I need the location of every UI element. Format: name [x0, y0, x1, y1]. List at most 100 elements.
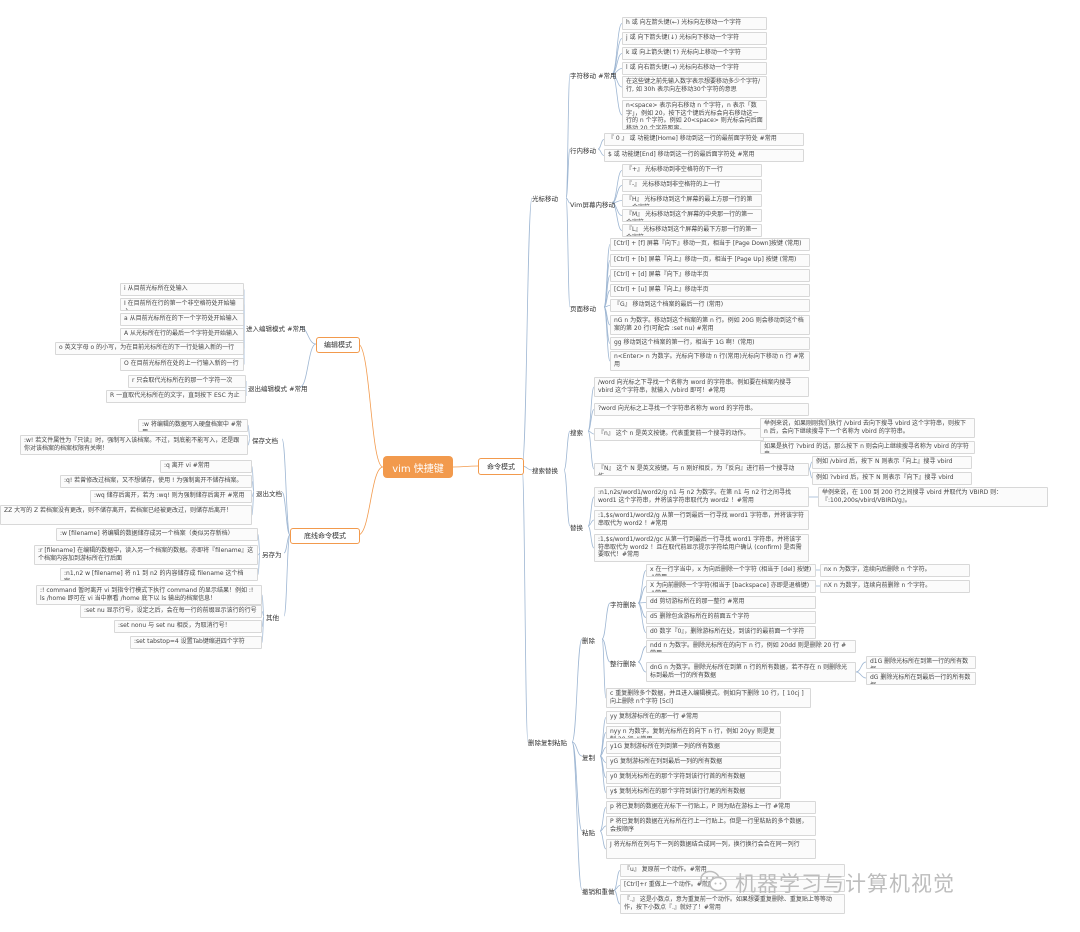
list-item[interactable]: [Ctrl] + [u] 屏幕『向上』移动半页 — [610, 284, 810, 297]
save-item[interactable]: :w! 若文件属性为『只读』时，强制写入该档案。不过，到底能不能写入，还是跟你对… — [20, 435, 248, 455]
node-copy[interactable]: 复制 — [582, 754, 595, 762]
list-item[interactable]: X 为向前删除一个字符(相当于 [backspace] 亦即是退格键) #常用 — [646, 580, 816, 593]
list-item[interactable]: h 或 向左箭头键(←) 光标向左移动一个字符 — [622, 17, 767, 30]
quit-item[interactable]: :q! 若曾修改过档案，又不想储存，使用 ! 为强制离开不储存档案。 — [60, 475, 252, 488]
list-item[interactable]: nyy n 为数字。复制光标所在的向下 n 行，例如 20yy 则是复制 20 … — [606, 726, 781, 739]
list-item[interactable]: yy 复制游标所在的那一行 #常用 — [606, 711, 781, 724]
list-item[interactable]: d5 删除包含游标所在的前面五个字符 — [646, 611, 816, 624]
node-save-as[interactable]: 另存为 — [262, 551, 282, 559]
node-search[interactable]: 搜索 — [570, 429, 583, 437]
list-item[interactable]: 『+』 光标移动到非空格符的下一行 — [622, 164, 762, 177]
list-item[interactable]: P 将已复制的数据在光标所在行上一行贴上。但是一行里粘贴的多个数据，会按顺序 — [606, 816, 816, 836]
list-item[interactable]: dd 剪切游标所在的那一整行 #常用 — [646, 596, 816, 609]
node-line-move[interactable]: 行内移动 — [570, 147, 596, 155]
list-item[interactable]: [Ctrl] + [b] 屏幕『向上』移动一页，相当于 [Page Up] 按键… — [610, 254, 810, 267]
search-n-node[interactable]: 『n』 这个 n 是英文按键。代表重复前一个搜寻的动作。 — [594, 428, 764, 441]
node-replace[interactable]: 替换 — [570, 524, 583, 532]
others-item[interactable]: :! command 暂时离开 vi 到指令行模式下执行 command 的显示… — [36, 585, 262, 605]
list-item[interactable]: 在这些键之前先输入数字表示想要移动多少个字符/行, 如 30h 表示向左移动30… — [622, 76, 767, 98]
list-item[interactable]: 『-』 光标移动到非空格符的上一行 — [622, 179, 762, 192]
quit-item[interactable]: ZZ 大写的 Z 若档案没有更改，则不储存离开，若档案已经被更改过，则储存后离开… — [0, 505, 252, 525]
quit-item[interactable]: :wq 储存后离开，若为 :wq! 则为强制储存后离开 #常用 — [90, 490, 252, 503]
edit-enter-item[interactable]: A 从光标所在行的最后一个字符处开始输入 — [120, 328, 244, 341]
node-leave-edit[interactable]: 退出编辑模式 #常用 — [248, 385, 308, 393]
node-search-replace[interactable]: 搜索替换 — [532, 467, 558, 475]
others-item[interactable]: :set nu 显示行号，设定之后，会在每一行的前缀显示该行的行号 — [80, 605, 262, 618]
node-delete-copy-paste[interactable]: 删除复制粘贴 — [528, 739, 567, 747]
list-item[interactable]: y1G 复制游标所在列到第一列的所有数据 — [606, 741, 781, 754]
branch-command-mode[interactable]: 命令模式 — [478, 458, 524, 475]
list-item[interactable]: gg 移动到这个档案的第一行，相当于 1G 啊！(常用) — [610, 337, 810, 350]
list-item[interactable]: dnG n 为数字。删除光标所在到第 n 行的所有数据，若不存在 n 则删除光标… — [646, 662, 856, 682]
node-quit-doc[interactable]: 退出文档 — [256, 490, 282, 498]
root-node[interactable]: vim 快捷键 — [383, 456, 453, 478]
node-enter-edit[interactable]: 进入编辑模式 #常用 — [246, 325, 306, 333]
delete-dG-note[interactable]: dG 删除光标所在到最后一行的所有数据 — [866, 672, 976, 685]
node-char-move[interactable]: 字符移动 #常用 — [570, 72, 617, 80]
list-item[interactable]: :1,$s/word1/word2/gc 从第一行到最后一行寻找 word1 字… — [594, 534, 809, 562]
list-item[interactable]: J 将光标所在列与下一列的数据结合成同一列，换行换行会合在同一列行 — [606, 839, 816, 859]
node-delete[interactable]: 删除 — [582, 637, 595, 645]
list-item[interactable]: x 在一行字当中，x 为向后删除一个字符 (相当于 [del] 按键) #常用 — [646, 564, 816, 577]
replace-example-note[interactable]: 举例来说，在 100 到 200 行之间搜寻 vbird 并取代为 VBIRD … — [818, 487, 1048, 507]
list-item[interactable]: [Ctrl] + [d] 屏幕『向下』移动半页 — [610, 269, 810, 282]
list-item[interactable]: 『H』 光标移动到这个屏幕的最上方那一行的第一个字符 — [622, 194, 762, 207]
list-item[interactable]: $ 或 功能键[End] 移动到这一行的最后面字符处 #常用 — [604, 149, 804, 162]
save-as-item[interactable]: :n1,n2 w [filename] 将 n1 到 n2 的内容储存成 fil… — [60, 568, 258, 581]
search-N-node[interactable]: 『N』 这个 N 是英文按键。与 n 刚好相反，为『反向』进行前一个搜寻动作。 — [594, 463, 809, 476]
search-N-note[interactable]: 例如 /vbird 后，按下 N 则表示『向上』搜寻 vbird — [812, 456, 972, 469]
node-others[interactable]: 其他 — [266, 614, 279, 622]
node-page-move[interactable]: 页面移动 — [570, 305, 596, 313]
list-item[interactable]: ndd n 为数字。删除光标所在的向下 n 行，例如 20dd 则是删除 20 … — [646, 640, 856, 653]
edit-enter-item[interactable]: a 从目前光标所在的下一个字符处开始输入 — [120, 313, 244, 326]
quit-item[interactable]: :q 离开 vi #常用 — [160, 460, 252, 473]
save-as-item[interactable]: :r [filename] 在编辑的数据中，读入另一个档案的数据。亦即将『fil… — [34, 545, 258, 565]
list-item[interactable]: d0 数字『0』，删除游标所在处，到该行的最前面一个字符 — [646, 626, 816, 639]
save-item[interactable]: :w 将编辑的数据写入硬盘档案中 #常用 — [138, 419, 248, 432]
list-item[interactable]: j 或 向下箭头键(↓) 光标向下移动一个字符 — [622, 32, 767, 45]
node-save-doc[interactable]: 保存文档 — [252, 437, 278, 445]
edit-enter-item[interactable]: o 英文字母 o 的小写，为在目前光标所在的下一行处输入新的一行 — [55, 342, 244, 355]
edit-leave-item[interactable]: r 只会取代光标所在的那一个字符一次 — [128, 375, 246, 388]
node-cursor-move[interactable]: 光标移动 — [532, 195, 558, 203]
edit-enter-item[interactable]: i 从目前光标所在处输入 — [120, 283, 244, 296]
list-item[interactable]: [Ctrl]+r 重做上一个动作。#常用 — [620, 879, 845, 892]
list-item[interactable]: n<space> 表示向右移动 n 个字符，n 表示「数字」，例如 20，按下这… — [622, 100, 767, 130]
search-n-note[interactable]: 如果是执行 ?vbird 的话，那么按下 n 则会向上继续搜寻名称为 vbird… — [760, 441, 975, 454]
list-item[interactable]: y$ 复制光标所在的那个字符到该行行尾的所有数据 — [606, 786, 781, 799]
branch-edit-mode[interactable]: 编辑模式 — [316, 337, 360, 353]
list-item[interactable]: k 或 向上箭头键(↑) 光标向上移动一个字符 — [622, 47, 767, 60]
delete-c-node[interactable]: c 重复删除多个数据，并且进入编辑模式。例如向下删除 10 行，[ 10cj ]… — [606, 688, 811, 708]
list-item[interactable]: :n1,n2s/word1/word2/g n1 与 n2 为数字。在第 n1 … — [594, 487, 809, 507]
node-line-delete[interactable]: 整行删除 — [610, 660, 636, 668]
list-item[interactable]: 『.』 这是小数点，意为重复前一个动作。如果想要重复删除、重复贴上等等动作，按下… — [620, 894, 845, 914]
search-n-note[interactable]: 举例来说，如果刚刚我们执行 /vbird 去向下搜寻 vbird 这个字符串，则… — [760, 418, 975, 438]
list-item[interactable]: ?word 向光标之上寻找一个字符串名称为 word 的字符串。 — [594, 403, 809, 416]
branch-last-line-mode[interactable]: 底线命令模式 — [290, 528, 360, 544]
list-item[interactable]: p 将已复制的数据在光标下一行贴上，P 则为贴在游标上一行 #常用 — [606, 801, 816, 814]
list-item[interactable]: 『u』 复原前一个动作。#常用 — [620, 864, 845, 877]
list-item[interactable]: :1,$s/word1/word2/g 从第一行到最后一行寻找 word1 字符… — [594, 510, 809, 530]
list-item[interactable]: n<Enter> n 为数字。光标向下移动 n 行(常用)光标向下移动 n 行 … — [610, 351, 810, 371]
others-item[interactable]: :set nonu 与 set nu 相反，为取消行号！ — [114, 620, 262, 633]
edit-enter-item[interactable]: O 在目前光标所在处的上一行输入新的一行 — [120, 358, 244, 371]
node-screen-move[interactable]: Vim屏幕内移动 — [570, 201, 615, 209]
delete-X-note[interactable]: nX n 为数字，连续向前删除 n 个字符。 — [820, 580, 970, 593]
list-item[interactable]: yG 复制游标所在列到最后一列的所有数据 — [606, 756, 781, 769]
others-item[interactable]: :set tabstop=4 设置Tab键缩进四个字符 — [130, 636, 262, 649]
list-item[interactable]: 『M』 光标移动到这个屏幕的中央那一行的第一个字符 — [622, 209, 762, 222]
list-item[interactable]: y0 复制光标所在的那个字符到该行行首的所有数据 — [606, 771, 781, 784]
list-item[interactable]: 『G』 移动到这个档案的最后一行 (常用) — [610, 299, 810, 312]
node-undo-redo[interactable]: 撤销和重做 — [582, 888, 615, 896]
edit-enter-item[interactable]: I 在目前所在行的第一个非空格符处开始输入 — [120, 298, 244, 311]
search-N-note[interactable]: 例如 ?vbird 后，按下 N 则表示『向下』搜寻 vbird — [812, 472, 972, 485]
delete-x-note[interactable]: nx n 为数字，连续向后删除 n 个字符。 — [820, 564, 970, 577]
delete-dG-note[interactable]: d1G 删除光标所在到第一行的所有数据 — [866, 656, 976, 669]
list-item[interactable]: 『 0 』 或 功能键[Home] 移动到这一行的最前面字符处 #常用 — [604, 133, 804, 146]
list-item[interactable]: [Ctrl] + [f] 屏幕『向下』移动一页，相当于 [Page Down]按… — [610, 238, 810, 251]
node-char-delete[interactable]: 字符删除 — [610, 601, 636, 609]
list-item[interactable]: nG n 为数字。移动到这个档案的第 n 行。例如 20G 则会移动到这个档案的… — [610, 315, 810, 335]
save-as-item[interactable]: :w [filename] 将编辑的数据储存成另一个档案（类似另存新档） — [56, 528, 258, 541]
edit-leave-item[interactable]: R 一直取代光标所在的文字，直到按下 ESC 为止 — [106, 390, 246, 403]
list-item[interactable]: 『L』 光标移动到这个屏幕的最下方那一行的第一个字符 — [622, 224, 762, 237]
